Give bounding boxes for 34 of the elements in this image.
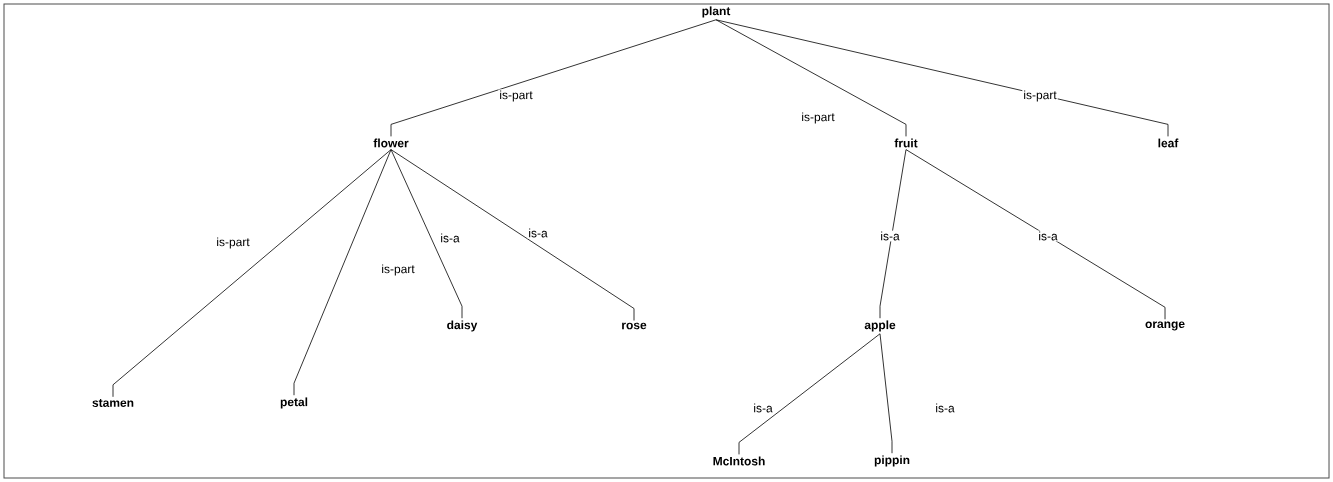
connector-line xyxy=(715,19,907,137)
edge-label: is-a xyxy=(752,402,774,414)
edge-label: is-part xyxy=(498,89,534,103)
node-label: stamen xyxy=(92,399,134,407)
connector-line xyxy=(112,149,392,398)
node-label: daisy xyxy=(447,320,478,332)
connector-line xyxy=(879,333,893,454)
node-label: plant xyxy=(702,6,731,18)
edge-label: is-a xyxy=(439,232,461,244)
edge-label: is-part xyxy=(215,236,251,250)
node-label: McIntosh xyxy=(713,456,765,466)
edge-label: is-a xyxy=(879,230,901,242)
connector-line xyxy=(390,149,635,321)
connector-line xyxy=(293,149,392,396)
connector-line xyxy=(390,149,463,319)
node-label: pippin xyxy=(874,455,910,467)
node-label: apple xyxy=(864,320,896,332)
node-label: petal xyxy=(280,397,308,409)
connector-line xyxy=(390,19,717,137)
node-label: rose xyxy=(622,322,647,330)
edge-label: is-a xyxy=(934,402,956,414)
node-label: fruit xyxy=(894,138,918,148)
connector-line xyxy=(715,19,1169,137)
edge-label: is-part xyxy=(380,263,416,277)
edge-label: is-a xyxy=(1037,230,1059,242)
node-label: orange xyxy=(1145,321,1185,331)
edge-label: is-part xyxy=(1022,89,1058,103)
edge-label: is-a xyxy=(527,227,549,239)
edge-label: is-part xyxy=(800,111,836,125)
connector-line xyxy=(905,149,1166,320)
connector-line xyxy=(879,149,907,319)
connector-line xyxy=(738,333,881,455)
node-label: flower xyxy=(373,138,409,148)
node-label: leaf xyxy=(1158,138,1179,148)
